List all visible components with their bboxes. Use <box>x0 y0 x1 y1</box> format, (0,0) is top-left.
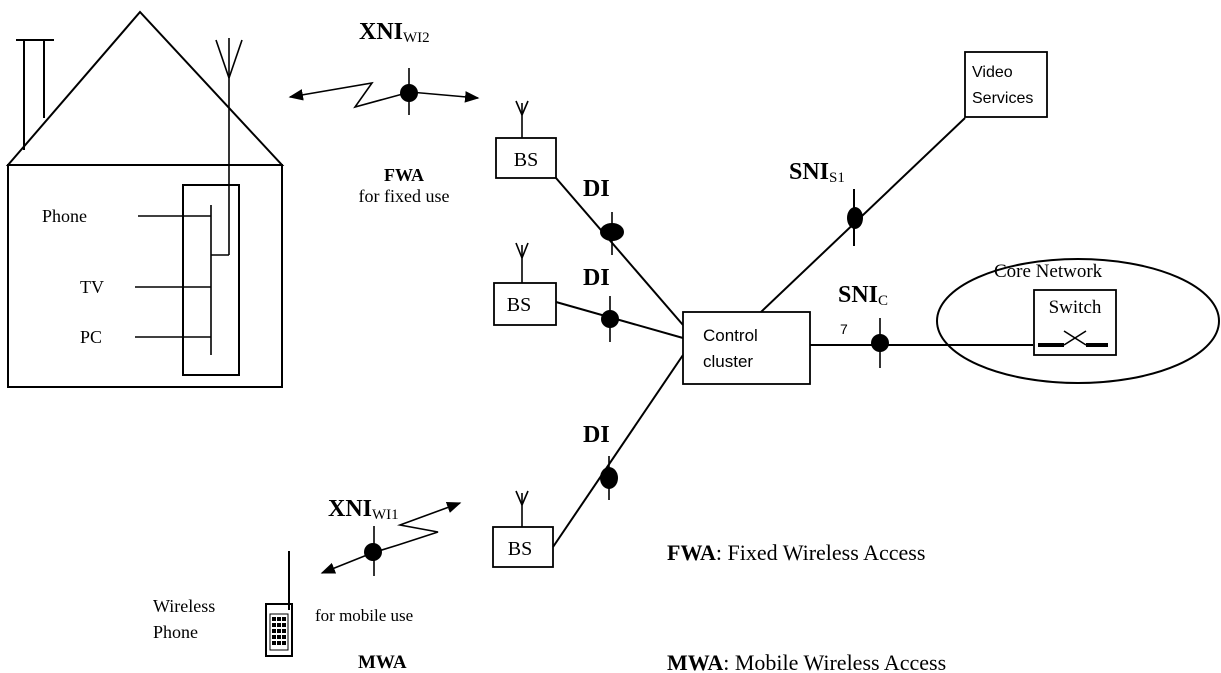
di-reference-point-3 <box>600 456 618 500</box>
core-network: Core Network Switch <box>936 258 1220 384</box>
switch-label: Switch <box>1049 297 1102 318</box>
fwa-subtitle: for fixed use <box>359 186 450 206</box>
control-cluster: Control cluster <box>682 311 811 385</box>
video-services: Video Services <box>964 51 1048 118</box>
wireless-phone-label-line1: Wireless <box>153 596 215 616</box>
control-cluster-box <box>682 311 811 385</box>
di-label-2: DI <box>583 265 610 291</box>
di-label-1: DI <box>583 176 610 202</box>
mwa-title: MWA <box>358 652 407 673</box>
sni-s1-label: SNIS1 <box>789 159 845 186</box>
house-antenna-icon <box>215 38 243 255</box>
bs1-antenna-icon <box>515 100 529 138</box>
bs2-label: BS <box>507 294 531 316</box>
base-station-1: BS <box>495 100 557 179</box>
bs3-label: BS <box>508 538 532 560</box>
device-label-tv: TV <box>80 277 104 297</box>
control-cluster-label-line1: Control <box>703 326 758 345</box>
video-services-label-line2: Services <box>972 90 1033 107</box>
sni-c-reference-point <box>871 318 889 368</box>
house: Phone TV PC <box>5 10 285 388</box>
bs2-to-control-link <box>555 301 684 339</box>
core-network-title: Core Network <box>994 261 1103 282</box>
wireless-phone-icon <box>265 551 293 657</box>
house-roof <box>5 10 285 166</box>
bs1-label: BS <box>514 149 538 171</box>
control-to-video-link <box>760 117 966 313</box>
bs2-antenna-icon <box>515 242 529 283</box>
house-wiring-box <box>182 184 240 376</box>
device-label-phone: Phone <box>42 206 87 226</box>
house-walls <box>7 164 283 388</box>
mwa-wireless-link <box>320 502 462 576</box>
base-station-3: BS <box>492 490 554 568</box>
video-services-box <box>964 51 1048 118</box>
di-reference-point-1 <box>600 212 624 255</box>
legend-fwa: FWA: Fixed Wireless Access <box>667 540 925 565</box>
xni-wi1-label: XNIWI1 <box>328 496 399 523</box>
video-services-label-line1: Video <box>972 64 1013 81</box>
base-station-2: BS <box>493 242 557 326</box>
di-links <box>552 177 684 548</box>
device-label-pc: PC <box>80 327 102 347</box>
bs3-box <box>492 526 554 568</box>
mwa-subtitle: for mobile use <box>315 606 413 625</box>
xni-wi2-reference-point <box>400 84 418 102</box>
chimney <box>16 39 54 150</box>
core-network-ellipse <box>936 258 1220 384</box>
xni-wi1-reference-point <box>364 543 382 561</box>
xni-wi2-label: XNIWI2 <box>359 19 430 46</box>
sni-c-label: SNIC <box>838 282 888 309</box>
bs1-box <box>495 137 557 179</box>
di-label-3: DI <box>583 422 610 448</box>
bs1-to-control-link <box>555 177 684 326</box>
sni-s1-reference-point <box>847 189 863 246</box>
fwa-title: FWA <box>384 165 424 185</box>
control-cluster-label-line2: cluster <box>703 352 753 371</box>
fwa-wireless-link <box>288 68 480 115</box>
legend-mwa: MWA: Mobile Wireless Access <box>667 650 946 673</box>
bs3-antenna-icon <box>515 490 529 527</box>
bs2-box <box>493 282 557 326</box>
di-reference-point-2 <box>601 296 619 342</box>
link-number-label: 7 <box>840 321 848 337</box>
wireless-phone-label-line2: Phone <box>153 622 198 642</box>
switch-icon <box>1038 330 1108 347</box>
bs3-to-control-link <box>552 354 684 548</box>
